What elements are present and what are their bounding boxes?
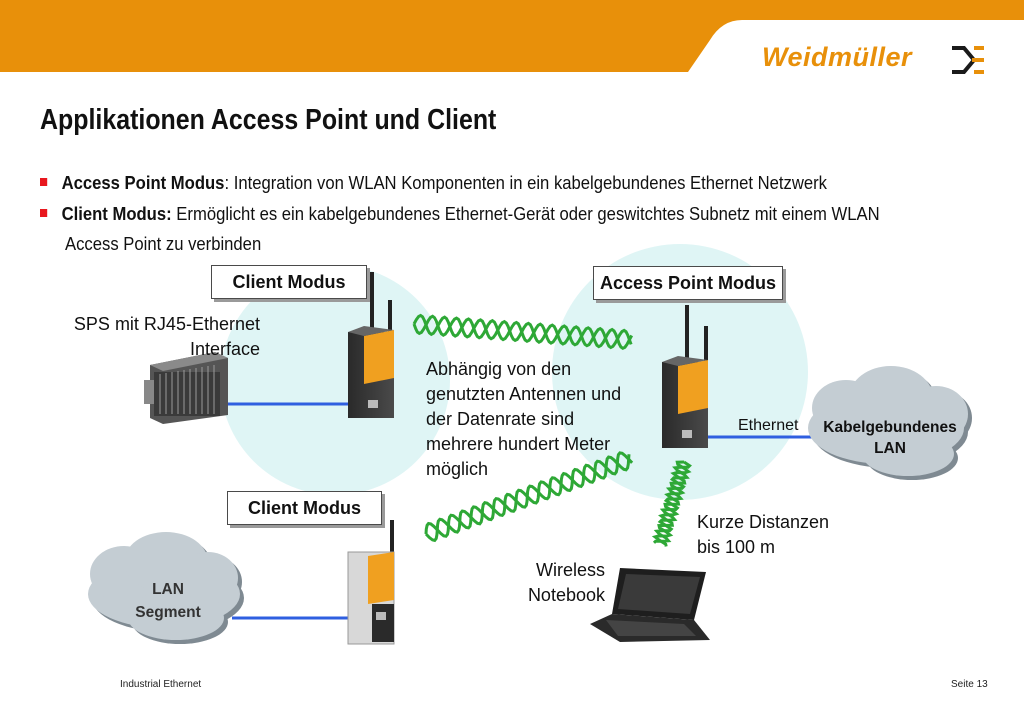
cloud-kabelgebundenes-lan: [808, 366, 972, 480]
header-band: [0, 0, 1024, 72]
label-client-modus-top: Client Modus: [211, 265, 367, 299]
bullet-text: Ermöglicht es ein kabelgebundenes Ethern…: [171, 203, 880, 224]
brand-wordmark: Weidmüller: [762, 42, 913, 72]
range-line: Abhängig von den: [426, 359, 572, 379]
client-coverage-area: [220, 265, 450, 495]
sps-label-line2: Interface: [189, 339, 260, 359]
cloud-left-line2: Segment: [135, 604, 201, 621]
range-line: mehrere hundert Meter: [426, 434, 611, 454]
sps-label: SPS mit RJ45-Ethernet Interface: [60, 312, 260, 362]
footer-left: Industrial Ethernet: [120, 679, 202, 690]
bullet-text: : Integration von WLAN Komponenten in ei…: [224, 172, 827, 193]
notebook-line1: Wireless: [535, 560, 605, 580]
page-title: Applikationen Access Point und Client: [40, 104, 497, 136]
wave-client-to-ap-strand-2: [412, 313, 634, 351]
label-client-modus-bottom: Client Modus: [227, 491, 382, 525]
wave-client-bottom-to-ap-strand-2: [424, 454, 631, 538]
cloud-right-label: Kabelgebundenes LAN: [820, 417, 960, 459]
bullet-bold: Client Modus:: [61, 203, 172, 224]
footer-page-number: Seite 13: [951, 679, 988, 690]
notebook-label: Wireless Notebook: [505, 558, 605, 608]
range-line: möglich: [426, 459, 489, 479]
bullet-client: Client Modus: Ermöglicht es ein kabelgeb…: [40, 203, 880, 225]
access-point-device: [662, 305, 708, 448]
short-distance-line1: Kurze Distanzen: [697, 512, 830, 532]
wave-ap-to-notebook-strand-2: [652, 460, 692, 544]
weidmueller-logo-icon: [952, 46, 984, 74]
ethernet-label: Ethernet: [738, 417, 799, 434]
cloud-left-label: LAN Segment: [118, 578, 218, 624]
sps-label-line1: SPS mit RJ45-Ethernet: [73, 314, 260, 334]
notebook-line2: Notebook: [527, 585, 605, 605]
range-line: der Datenrate sind: [426, 409, 575, 429]
client-wlan-device-bottom: [347, 520, 395, 645]
bullet-square-icon: [40, 178, 48, 186]
sps-plc-device: [144, 352, 228, 424]
bullet-square-icon: [40, 209, 48, 217]
client-wlan-device-top: [348, 272, 394, 418]
label-access-point-modus: Access Point Modus: [593, 266, 783, 300]
cloud-lan-segment: [88, 532, 244, 644]
short-distance-line2: bis 100 m: [697, 537, 776, 557]
bullet-access-point: Access Point Modus: Integration von WLAN…: [40, 172, 827, 194]
bullet-text: Access Point zu verbinden: [65, 233, 262, 254]
notebook-icon: [590, 568, 710, 642]
bullet-bold: Access Point Modus: [61, 172, 225, 193]
cloud-right-line2: LAN: [874, 440, 906, 457]
bullet-client-continued: Access Point zu verbinden: [65, 233, 261, 255]
cloud-left-line1: LAN: [152, 581, 184, 598]
short-distance-label: Kurze Distanzen bis 100 m: [697, 510, 829, 560]
range-description: Abhängig von den genutzten Antennen und …: [426, 357, 621, 482]
cloud-right-line1: Kabelgebundenes: [823, 419, 957, 436]
range-line: genutzten Antennen und: [426, 384, 622, 404]
brand-logo: Weidmüller: [762, 42, 992, 78]
wireless-waves: [412, 313, 692, 547]
